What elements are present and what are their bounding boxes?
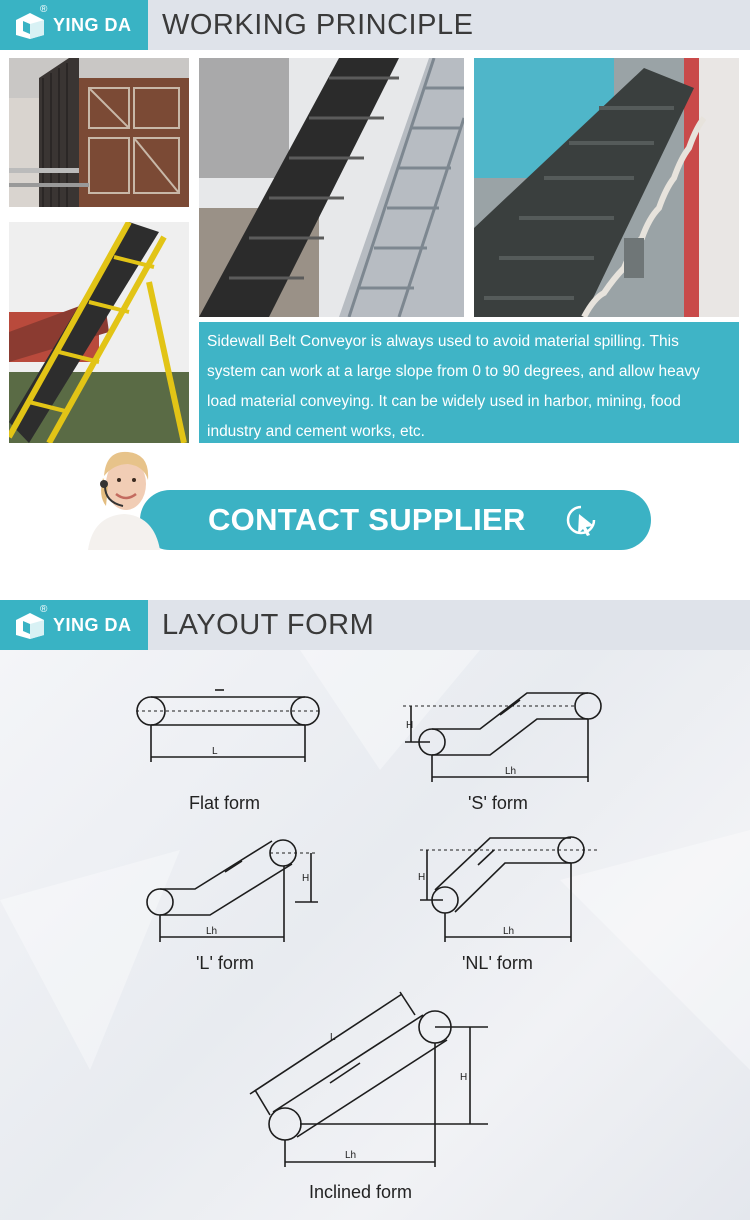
brand-registered-mark: ® xyxy=(40,604,48,615)
layout-form-header: ® YING DA LAYOUT FORM xyxy=(0,600,750,650)
dim-label: H xyxy=(460,1072,467,1083)
dim-label: H xyxy=(406,720,413,731)
dim-label: Lh xyxy=(345,1150,356,1161)
support-agent-avatar xyxy=(88,446,160,550)
working-principle-header: ® YING DA WORKING PRINCIPLE xyxy=(0,0,750,50)
label-inclined-form: Inclined form xyxy=(309,1182,413,1202)
brand-name: YING DA xyxy=(53,615,132,635)
label-s-form: 'S' form xyxy=(468,793,528,813)
dim-label: H xyxy=(418,872,425,883)
diagram-flat-form xyxy=(136,689,320,762)
diagram-inclined-form xyxy=(249,991,488,1167)
brand-registered-mark: ® xyxy=(40,4,48,15)
photo-sidewall-belt-closeup xyxy=(474,58,739,317)
contact-supplier-button[interactable]: CONTACT SUPPLIER xyxy=(140,490,651,550)
brand-logo-block: ® YING DA xyxy=(0,0,148,50)
dim-label: L xyxy=(330,1032,336,1043)
diagram-s-form xyxy=(403,692,602,782)
label-flat-form: Flat form xyxy=(189,793,261,813)
section-title-working: WORKING PRINCIPLE xyxy=(162,9,474,41)
photo-yellow-conveyor xyxy=(9,222,189,443)
brand-name: YING DA xyxy=(53,15,132,35)
section-title-layout: LAYOUT FORM xyxy=(162,609,375,641)
description-box: Sidewall Belt Conveyor is always used to… xyxy=(199,322,739,443)
photo-conveyor-structure xyxy=(9,58,189,207)
layout-diagrams-area: L H Lh Lh H Lh H L H Lh Flat form 'S' fo… xyxy=(0,650,750,1220)
brand-logo-block-2: ® YING DA xyxy=(0,600,148,650)
description-text: Sidewall Belt Conveyor is always used to… xyxy=(207,333,700,440)
brand-cube-icon xyxy=(16,613,44,639)
dim-label: Lh xyxy=(503,926,514,937)
layout-diagrams: L H Lh Lh H Lh H L H Lh xyxy=(0,650,750,1167)
dim-label: H xyxy=(302,873,309,884)
cursor-click-icon xyxy=(566,505,596,536)
dim-label: L xyxy=(212,746,218,757)
label-nl-form: 'NL' form xyxy=(462,953,533,973)
contact-supplier-label: CONTACT SUPPLIER xyxy=(208,502,526,537)
photo-sidewall-belt-stairs xyxy=(199,58,464,317)
label-l-form: 'L' form xyxy=(196,953,254,973)
dim-label: Lh xyxy=(206,926,217,937)
dim-label: Lh xyxy=(505,766,516,777)
brand-cube-icon xyxy=(16,13,44,39)
diagram-l-form xyxy=(146,839,318,942)
diagram-nl-form xyxy=(420,836,600,942)
